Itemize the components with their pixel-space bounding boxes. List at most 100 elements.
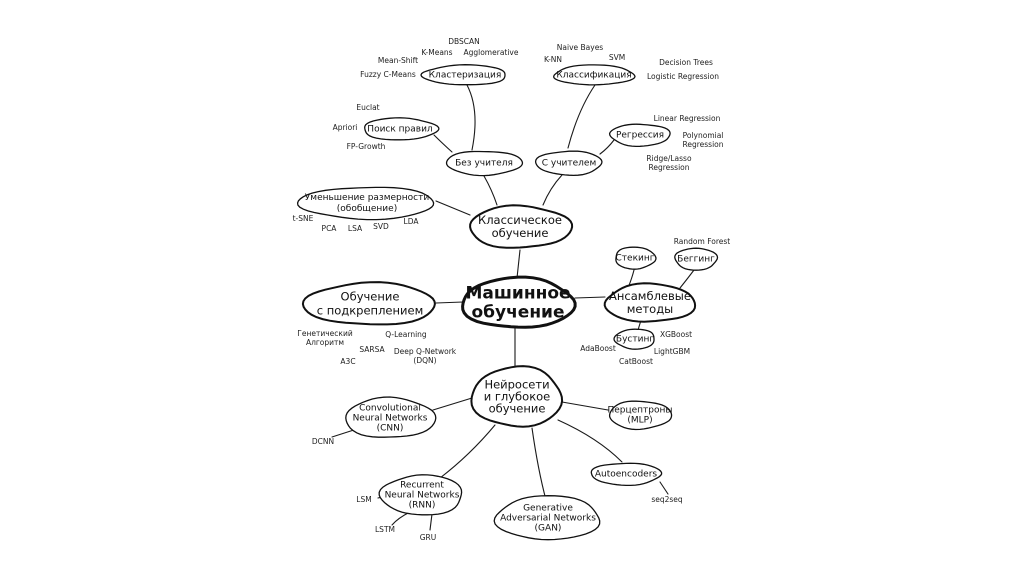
node-rl-outline xyxy=(301,281,436,326)
node-cnn-label: (CNN) xyxy=(377,424,404,434)
leaf-agglomerative: Agglomerative xyxy=(463,48,518,57)
node-unsupervised-outline xyxy=(445,150,524,177)
edge-root-classic xyxy=(516,249,521,279)
leaf-svm: SVM xyxy=(609,53,625,62)
node-rules-label: Поиск правил xyxy=(367,125,432,135)
node-root-outline xyxy=(461,275,577,329)
leaf-eclat: Euclat xyxy=(356,103,379,112)
leaf-lightgbm: LightGBM xyxy=(654,347,690,356)
node-autoenc: Autoencoders xyxy=(590,462,663,487)
node-dimred-outline xyxy=(296,186,435,221)
leaf-polyreg: Regression xyxy=(682,140,723,149)
leaf-lda: LDA xyxy=(404,217,420,226)
edge-nn-cnn xyxy=(432,397,473,411)
node-supervised: С учителем xyxy=(534,150,603,177)
leaf-dqn: Deep Q-Network xyxy=(394,347,457,356)
node-clustering-outline xyxy=(420,64,506,86)
node-gan-outline xyxy=(493,495,601,541)
node-dimred: Уменьшение размерности(обобщение) xyxy=(296,186,435,221)
node-nn-label: обучение xyxy=(489,402,546,416)
leaf-ridge: Ridge/Lasso xyxy=(646,154,692,163)
node-gan-label: Adversarial Networks xyxy=(500,514,596,524)
node-ensemble-label: Ансамблевые xyxy=(609,289,691,303)
leaf-svd: SVD xyxy=(373,222,389,231)
leaf-dqn: (DQN) xyxy=(413,356,436,365)
node-supervised-label: С учителем xyxy=(542,159,597,169)
edge-nn-autoenc xyxy=(557,419,623,463)
leaf-meanshift: Mean-Shift xyxy=(378,56,418,65)
edge-unsup-clustering xyxy=(466,84,476,151)
edge-unsup-rules xyxy=(433,134,453,153)
node-boosting-label: Бустинг xyxy=(616,335,654,345)
leaf-gru: GRU xyxy=(420,533,437,542)
node-boosting: Бустинг xyxy=(613,328,655,350)
leaf-lsa: LSA xyxy=(348,224,363,233)
node-bagging-outline xyxy=(674,247,719,271)
edge-ensemble-bagging xyxy=(679,269,695,289)
leaf-linreg: Linear Regression xyxy=(654,114,721,123)
node-classic-outline xyxy=(469,204,574,249)
leaf-genetic: Алгоритм xyxy=(306,338,344,347)
edge-classic-dimred xyxy=(435,200,471,216)
node-stacking: Стекинг xyxy=(615,246,657,270)
node-nn-label: Нейросети xyxy=(484,378,549,392)
leaf-tsne: t-SNE xyxy=(293,214,314,223)
node-root-label: Машинное xyxy=(465,284,570,304)
leaf-polyreg: Polynomial xyxy=(683,131,724,140)
leaf-knn: K-NN xyxy=(544,55,562,64)
leaf-dcnn: DCNN xyxy=(312,437,334,446)
node-nn-label: и глубокое xyxy=(484,390,551,404)
node-bagging-label: Беггинг xyxy=(677,255,715,265)
edge-rnn-gru xyxy=(429,513,433,531)
node-classic-label: обучение xyxy=(492,226,549,240)
node-supervised-outline xyxy=(534,150,603,177)
node-stacking-outline xyxy=(615,246,657,270)
leaf-dtrees: Decision Trees xyxy=(659,58,713,67)
leaf-logreg: Logistic Regression xyxy=(647,72,719,81)
node-root-label: обучение xyxy=(471,303,564,323)
leaf-a3c: A3C xyxy=(340,357,355,366)
leaf-randomforest: Random Forest xyxy=(674,237,731,246)
node-autoenc-label: Autoencoders xyxy=(595,470,658,480)
node-rnn-outline xyxy=(378,474,463,516)
edge-nn-gan xyxy=(531,427,547,501)
node-rules: Поиск правил xyxy=(364,117,440,141)
node-rnn-label: (RNN) xyxy=(409,501,436,511)
leaf-genetic: Генетический xyxy=(297,329,353,338)
leaf-kmeans: K-Means xyxy=(421,48,452,57)
node-rules-outline xyxy=(364,117,440,141)
leaf-apriori: Apriori xyxy=(333,123,358,132)
node-dimred-label: (обобщение) xyxy=(337,204,397,214)
node-rl-label: с подкреплением xyxy=(317,304,424,318)
leaf-ridge: Regression xyxy=(648,163,689,172)
leaf-xgboost: XGBoost xyxy=(660,330,692,339)
node-regression-outline xyxy=(608,123,671,148)
node-cnn-label: Convolutional xyxy=(359,404,421,414)
leaf-naivebayes: Naive Bayes xyxy=(557,43,604,52)
leaf-seq2seq: seq2seq xyxy=(651,495,683,504)
edge-autoenc-seq2seq xyxy=(659,481,669,495)
edge-root-rl xyxy=(435,301,464,304)
node-ensemble-outline xyxy=(603,282,697,323)
node-gan-label: (GAN) xyxy=(535,524,562,534)
node-rl-label: Обучение xyxy=(341,290,400,304)
leaf-qlearning: Q-Learning xyxy=(385,330,427,339)
node-rnn-label: Neural Networks xyxy=(385,491,460,501)
leaf-adaboost: AdaBoost xyxy=(580,344,616,353)
node-rnn-label: Recurrent xyxy=(400,481,444,491)
edge-classic-sup xyxy=(542,174,563,206)
leaf-lsm: LSM xyxy=(356,495,371,504)
node-perceptron-label: (MLP) xyxy=(627,416,652,426)
leaf-fuzzy: Fuzzy C-Means xyxy=(360,70,416,79)
node-unsupervised: Без учителя xyxy=(445,150,524,177)
node-unsupervised-label: Без учителя xyxy=(455,159,513,169)
node-clustering: Кластеризация xyxy=(420,64,506,86)
